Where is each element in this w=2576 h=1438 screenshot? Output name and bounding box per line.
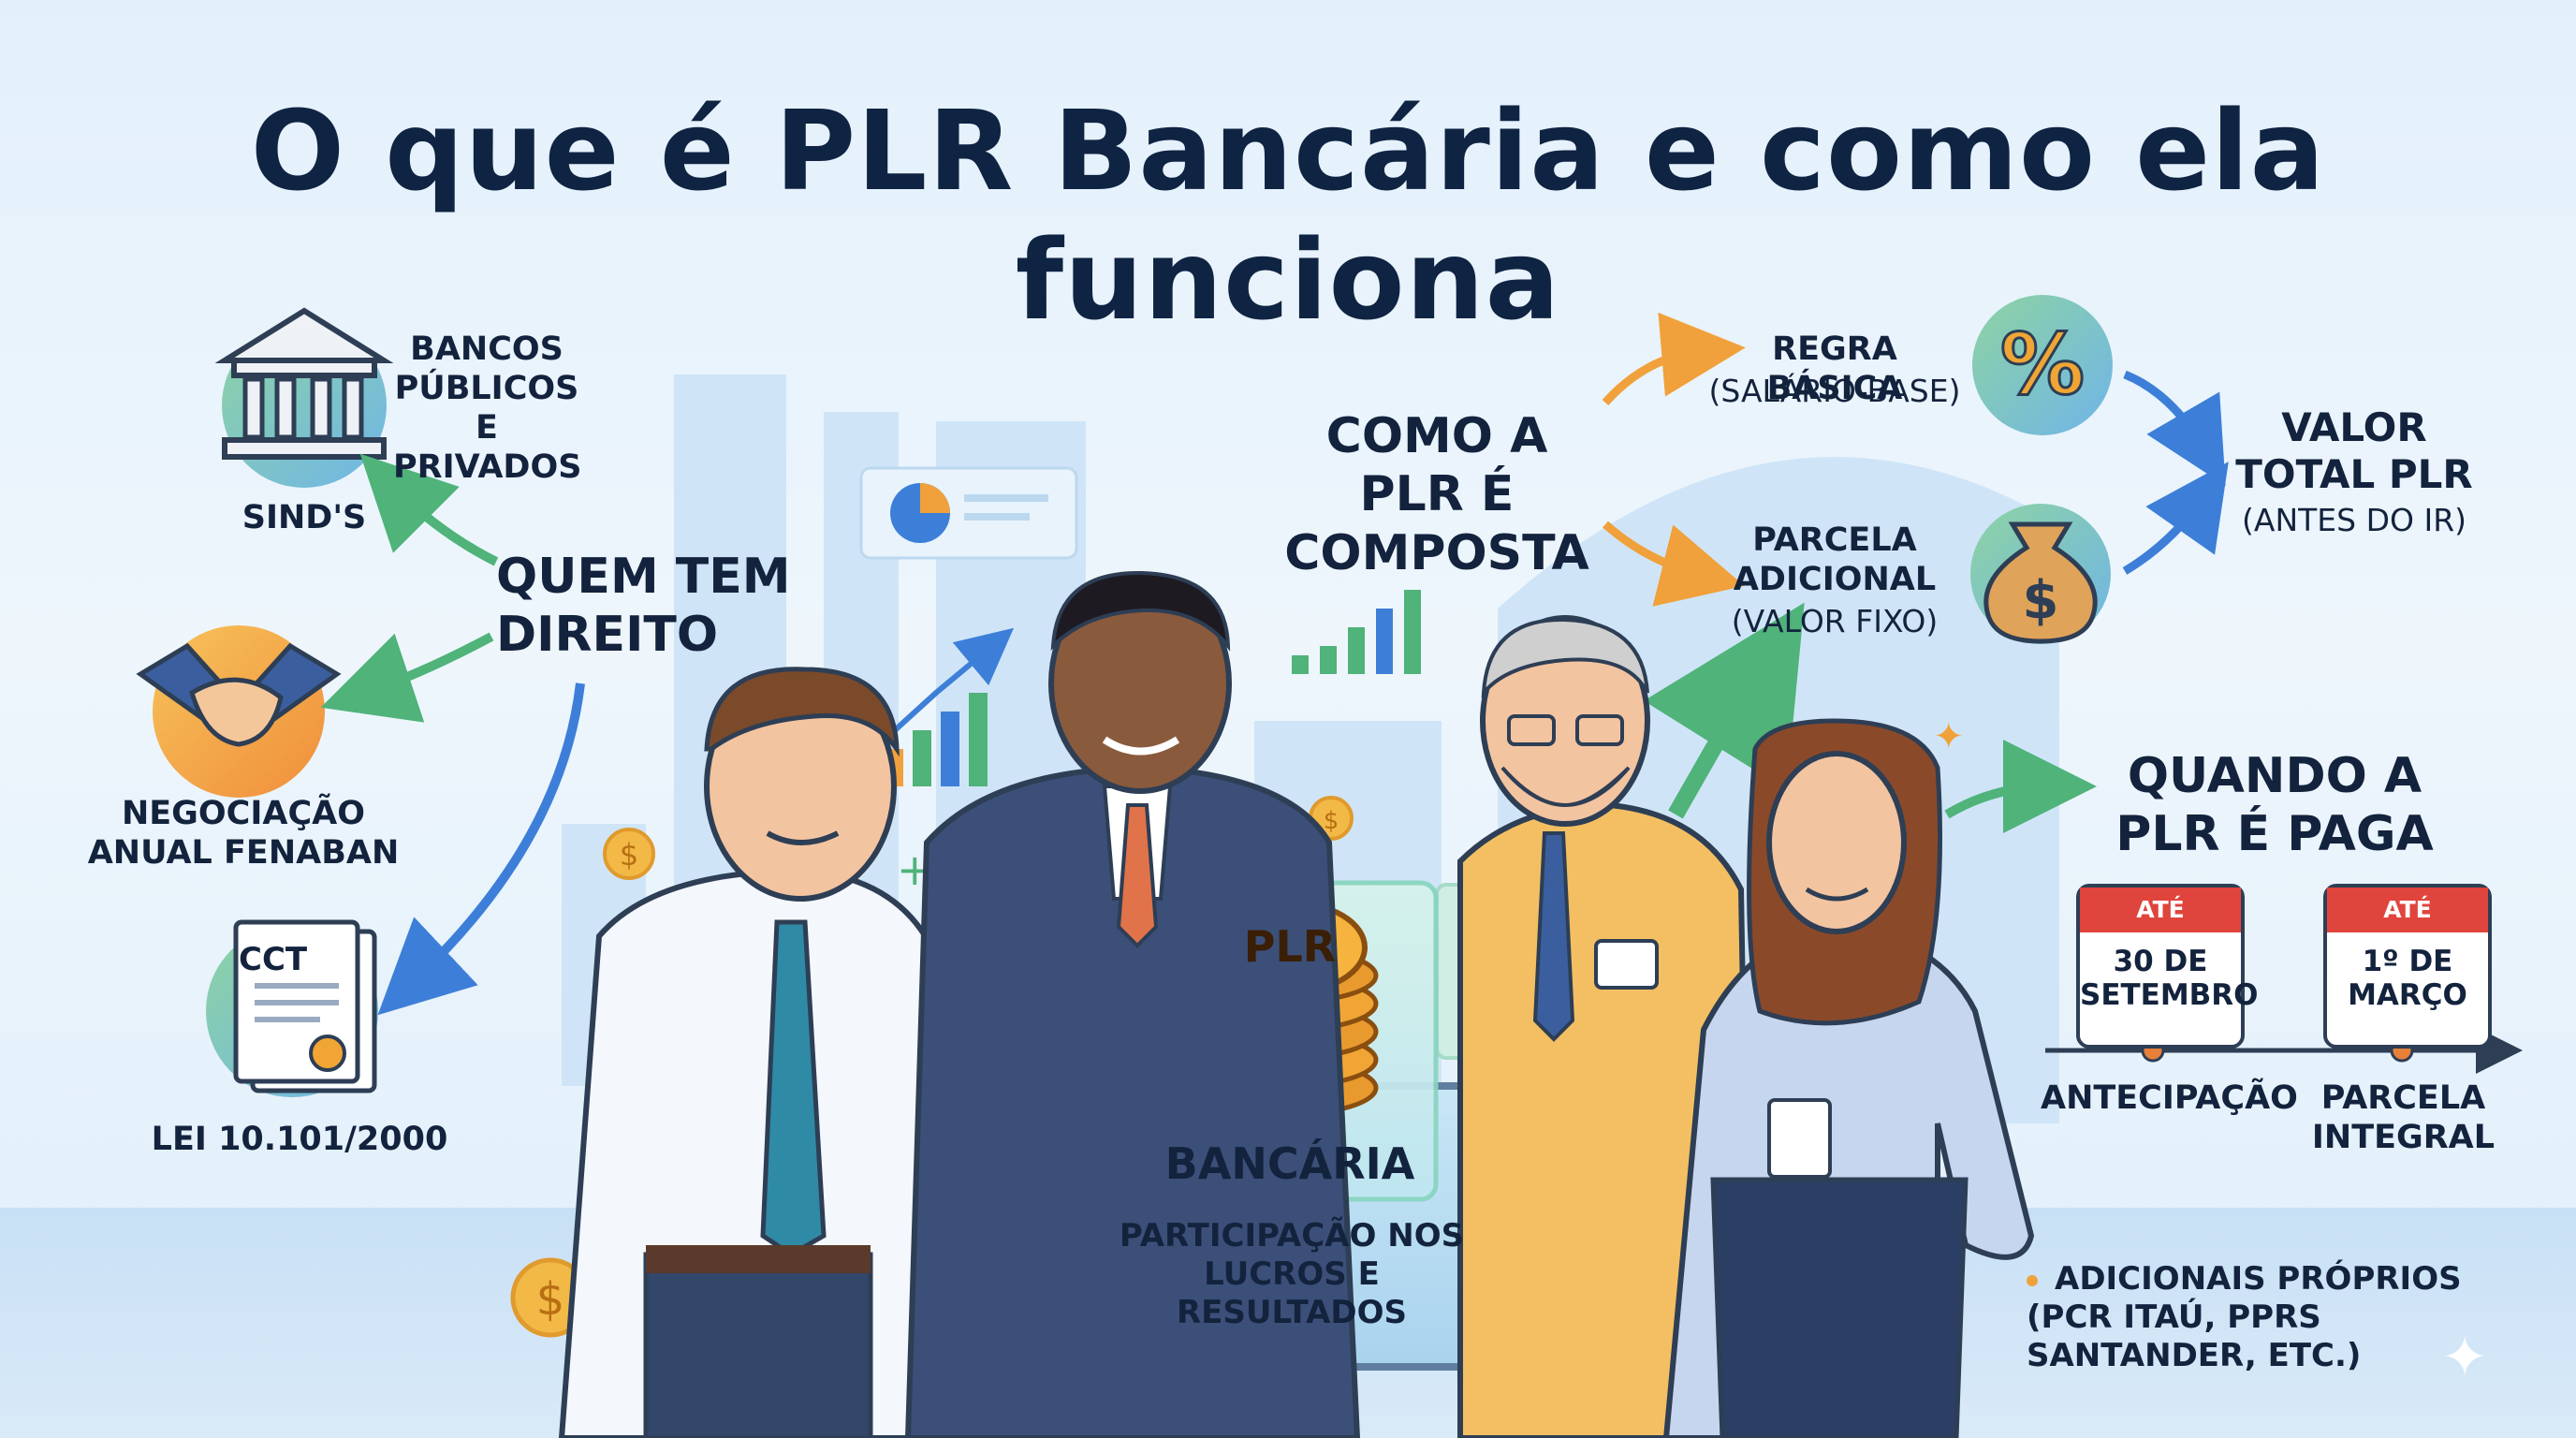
person-center-man (904, 570, 1361, 1438)
person-left-man (558, 667, 948, 1438)
arrow-to-extra (1603, 521, 1745, 607)
payment-heading: QUANDO A PLR É PAGA (2115, 748, 2434, 863)
extra-subtitle: (VALOR FIXO) (1731, 603, 1939, 639)
svg-text:$: $ (536, 1273, 565, 1326)
arrow-to-banks (359, 453, 499, 566)
coin-icon: $ (1309, 796, 1354, 841)
who-heading: QUEM TEM DIREITO (496, 549, 791, 664)
panel-subtitle: PARTICIPAÇÃO NOS LUCROS E RESULTADOS (1119, 1217, 1465, 1331)
person-woman (1662, 718, 2035, 1438)
bg-up-arrow (1643, 602, 1805, 819)
bg-bar-chart-mid (1292, 590, 1421, 674)
arrow-extra-to-total (2122, 462, 2229, 575)
bg-pie-card (859, 466, 1078, 560)
calendar-top: ATÉ (2327, 888, 2488, 932)
full-payment-label: PARCELA INTEGRAL (2311, 1079, 2496, 1156)
sparkle-icon: ✦ (1933, 715, 1965, 758)
svg-text:$: $ (2023, 570, 2059, 631)
arrow-to-rule (1602, 312, 1746, 406)
extras-note: ADICIONAIS PRÓPRIOS (PCR ITAÚ, PPRS SANT… (2027, 1260, 2513, 1374)
total-title: VALOR TOTAL PLR (2235, 404, 2473, 498)
coin-label: PLR (1243, 921, 1337, 972)
calendar-september-icon: ATÉ 30 DE SETEMBRO (2076, 884, 2259, 1049)
law-label: LEI 10.101/2000 (151, 1121, 448, 1158)
document-icon (206, 919, 378, 1097)
money-bag-icon: $ (1970, 504, 2111, 644)
arrow-to-law (377, 682, 585, 1016)
calendar-top: ATÉ (2080, 888, 2241, 932)
bank-icon (214, 307, 394, 488)
arrow-to-payment (1944, 740, 2097, 834)
calendar-date: 30 DE SETEMBRO (2080, 945, 2259, 1012)
negotiation-label: NEGOCIAÇÃO ANUAL FENABAN (87, 795, 400, 872)
handshake-icon (136, 625, 342, 798)
svg-text:%: % (2000, 315, 2085, 414)
svg-text:$: $ (1324, 807, 1339, 835)
composition-heading: COMO A PLR É COMPOSTA (1284, 408, 1589, 581)
arrow-to-negotiation (320, 632, 494, 723)
calendar-march-icon: ATÉ 1º DE MARÇO (2323, 884, 2492, 1049)
arrow-rule-to-total (2123, 370, 2226, 486)
cct-doc-label: CCT (239, 941, 308, 978)
page-title: O que é PLR Bancária e como ela funciona (250, 86, 2326, 345)
banks-label: BANCOS PÚBLICOS E PRIVADOS (393, 330, 582, 486)
bullet-icon (2027, 1274, 2038, 1286)
advance-label: ANTECIPAÇÃO (2041, 1079, 2298, 1117)
sinds-label: SIND'S (242, 499, 367, 536)
extra-title: PARCELA ADICIONAL (1733, 521, 1937, 598)
panel-title: BANCÁRIA (1164, 1138, 1415, 1189)
rule-subtitle: (SALÁRIO-BASE) (1708, 373, 1961, 409)
svg-text:$: $ (620, 837, 638, 873)
coin-icon: $ (603, 828, 655, 880)
sparkle-icon: ✦ (2441, 1325, 2488, 1390)
total-subtitle: (ANTES DO IR) (2242, 502, 2466, 538)
calendar-date: 1º DE MARÇO (2348, 945, 2467, 1012)
rule-title: REGRA BÁSICA (1766, 330, 1903, 407)
extras-text: ADICIONAIS PRÓPRIOS (PCR ITAÚ, PPRS SANT… (2027, 1260, 2462, 1374)
percent-icon: % (1972, 295, 2113, 435)
